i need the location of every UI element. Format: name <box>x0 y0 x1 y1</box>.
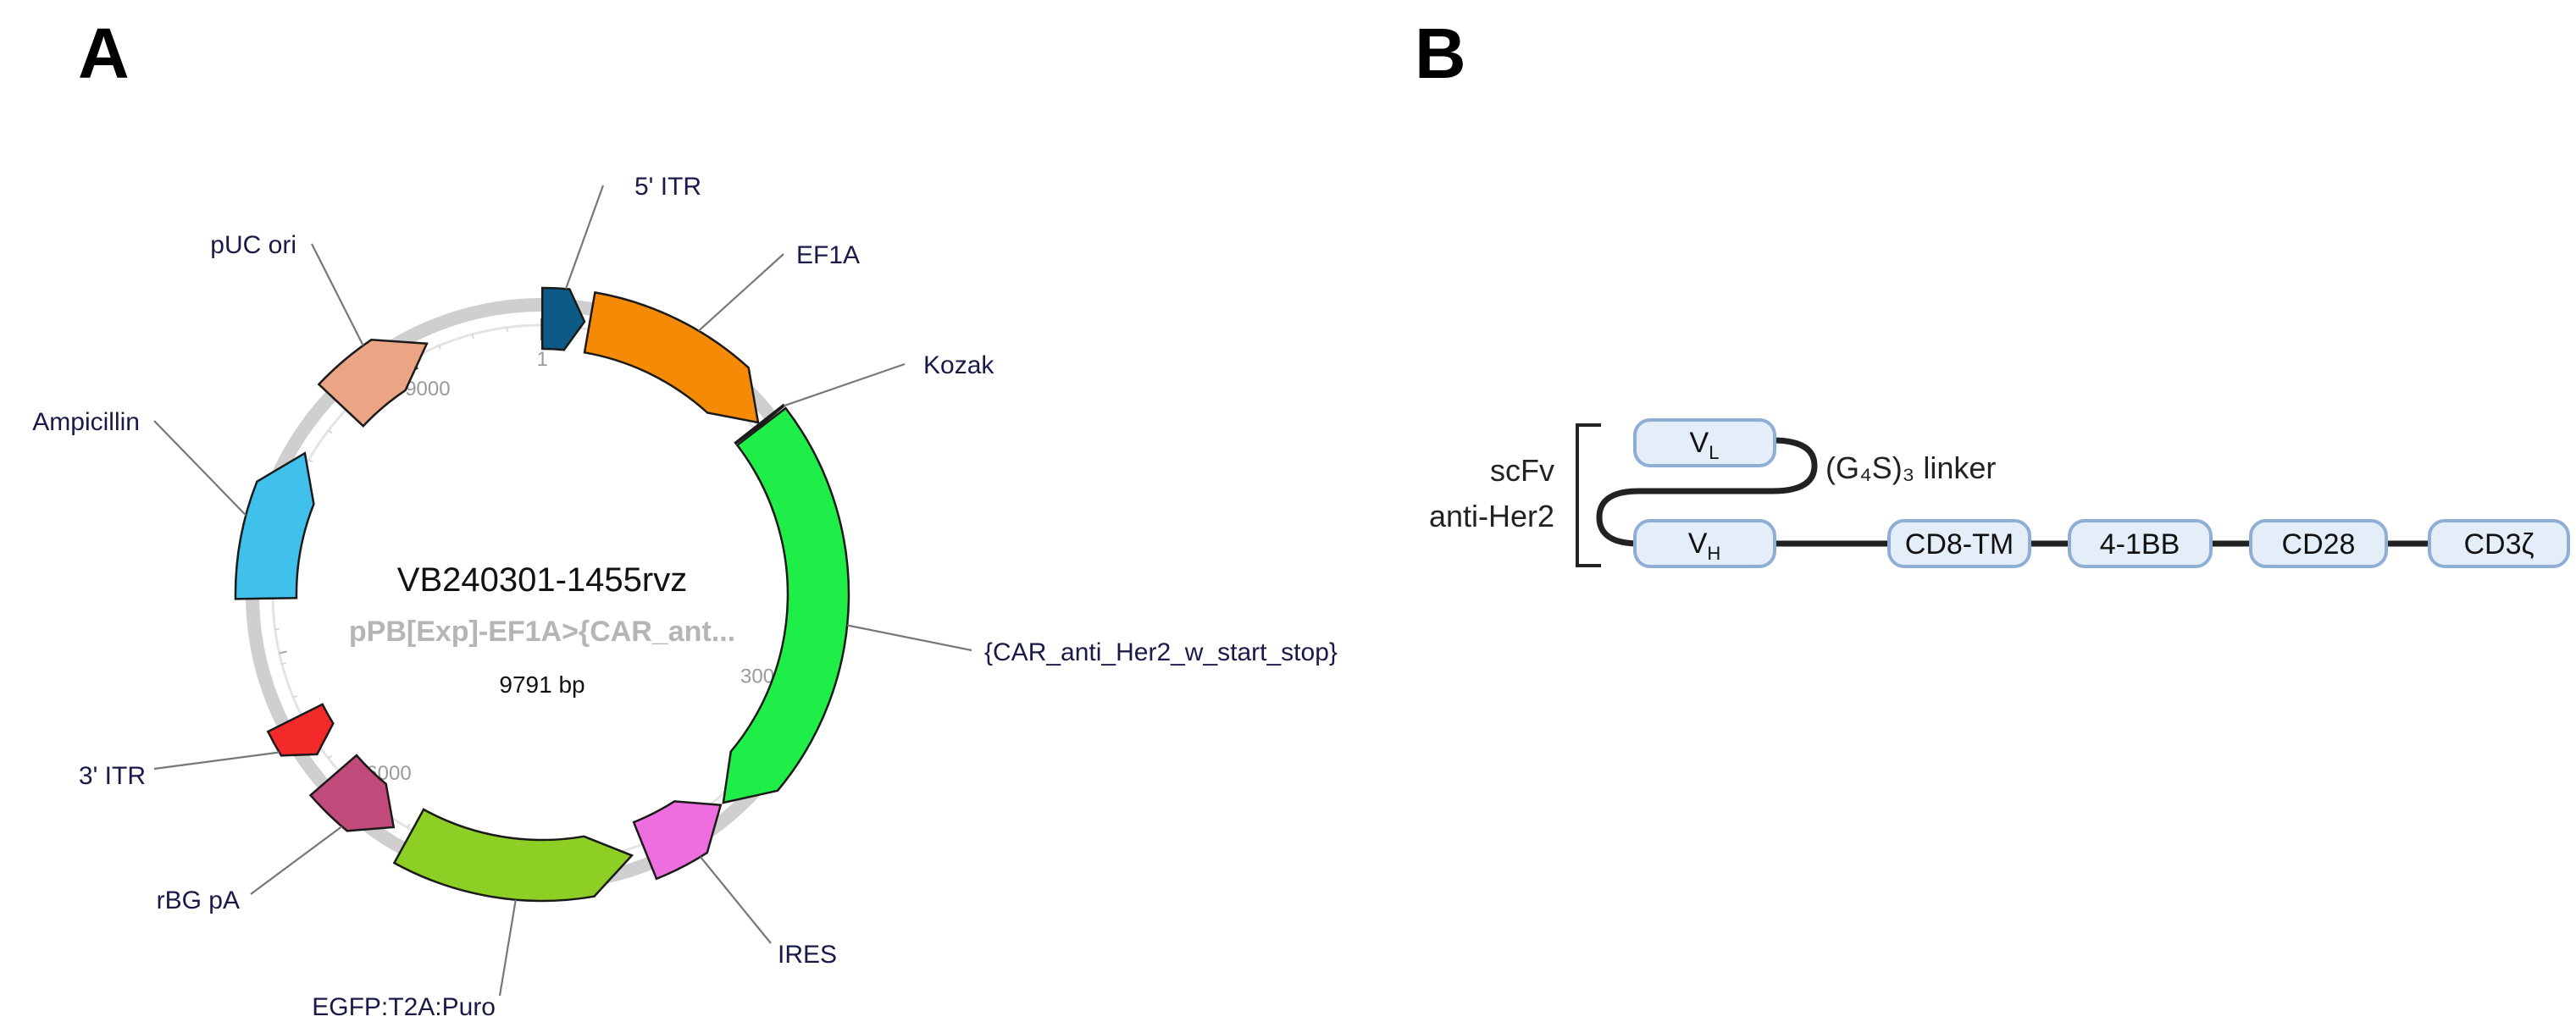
minor-tick <box>471 334 474 339</box>
scfv-target-label: anti-Her2 <box>1429 499 1554 533</box>
label-ires: IRES <box>778 941 837 969</box>
plasmid-subtitle: pPB[Exp]-EF1A>{CAR_ant... <box>349 616 735 648</box>
domain-box <box>1887 519 2031 568</box>
feature-puc-ori <box>317 339 429 428</box>
label-3-itr: 3' ITR <box>79 762 146 790</box>
domain-box <box>1633 519 1776 568</box>
panel-a-letter: A <box>78 14 130 93</box>
leader-ires <box>700 856 772 944</box>
feature-ires <box>632 800 723 881</box>
plasmid-labels: 5' ITR EF1A Kozak {CAR_anti_Her2_w_start_st… <box>32 173 1338 1021</box>
domain-subscript: H <box>1707 543 1720 564</box>
domain-box <box>2249 519 2388 568</box>
feature-3-itr <box>266 703 335 757</box>
domain-4-1bb: 4-1BB <box>2068 519 2213 568</box>
panel-b-letter: B <box>1415 14 1466 93</box>
domain-label: CD28 <box>2282 528 2356 561</box>
minor-tick <box>328 429 333 434</box>
domain-label: 4-1BB <box>2100 528 2180 561</box>
leader-ampicillin <box>153 420 247 516</box>
domain-vh: VH <box>1633 519 1776 568</box>
minor-tick <box>407 823 411 828</box>
domain-label: V <box>1688 528 1708 560</box>
linker-label: (G₄S)₃ linker <box>1825 450 1996 485</box>
linker-connector <box>1596 437 1818 547</box>
domain-label: V <box>1690 427 1709 459</box>
domain-cd3z: CD3ζ <box>2428 519 2570 568</box>
minor-tick <box>438 345 441 351</box>
leader-5-itr <box>564 185 605 290</box>
domain-cd28: CD28 <box>2249 519 2388 568</box>
plasmid-features <box>234 286 850 903</box>
label-car-anti-her2-w-start-stop: {CAR_anti_Her2_w_start_stop} <box>984 638 1338 666</box>
domain-cd8-tm: CD8-TM <box>1887 519 2031 568</box>
feature-rbg-pa <box>308 754 396 832</box>
feature-kozak <box>734 403 786 445</box>
leader-3-itr <box>153 751 280 771</box>
scfv-label: scFv <box>1490 453 1554 488</box>
tick-mark <box>279 650 287 655</box>
domain-box <box>1633 418 1776 467</box>
svg-text:VL: VL <box>1690 427 1720 463</box>
feature-ampicillin <box>234 451 315 600</box>
leader-egfp-t2a-puro <box>498 899 517 997</box>
tick-label: 9000 <box>405 378 450 400</box>
plasmid-name: VB240301-1455rvz <box>397 561 687 599</box>
leader-kozak <box>784 362 906 407</box>
domain-box <box>2428 519 2570 568</box>
minor-tick <box>274 628 280 631</box>
feature-ef1a <box>583 290 760 424</box>
domain-subscript: L <box>1709 442 1719 463</box>
domain-box <box>2068 519 2213 568</box>
plasmid-length: 9791 bp <box>499 671 584 698</box>
leader-ef1a <box>698 253 784 332</box>
label-ampicillin: Ampicillin <box>32 408 140 436</box>
label-kozak: Kozak <box>923 351 994 379</box>
label-puc-ori: pUC ori <box>210 231 296 259</box>
minor-tick <box>308 459 313 463</box>
leader-rbg-pa <box>250 826 343 895</box>
label-ef1a: EF1A <box>796 241 860 269</box>
tick-label: 1 <box>537 348 548 371</box>
svg-text:VH: VH <box>1688 528 1721 564</box>
feature-car-anti-her2-w-start-stop <box>722 406 850 804</box>
label-rbg-pa: rBG pA <box>157 887 240 914</box>
plasmid-leaders <box>153 185 972 997</box>
label-egfp-t2a-puro: EGFP:T2A:Puro <box>312 993 496 1021</box>
domain-vl: VL <box>1633 418 1776 467</box>
minor-tick <box>506 327 508 332</box>
car-construct-diagram: scFv anti-Her2 (G₄S)₃ linker VL VH CD8-T… <box>1429 418 2570 568</box>
label-5-itr: 5' ITR <box>634 173 701 201</box>
minor-tick <box>328 754 333 760</box>
scfv-bracket <box>1576 423 1601 567</box>
feature-egfp-t2a-puro <box>392 808 634 903</box>
domain-label: CD8-TM <box>1905 528 2014 561</box>
feature-5-itr <box>540 286 586 351</box>
minor-tick <box>281 662 286 666</box>
domain-label: CD3ζ <box>2463 528 2534 561</box>
leader-puc-ori <box>311 243 364 346</box>
minor-tick <box>292 695 298 699</box>
leader-car-anti-her2-w-start-stop <box>846 624 972 652</box>
